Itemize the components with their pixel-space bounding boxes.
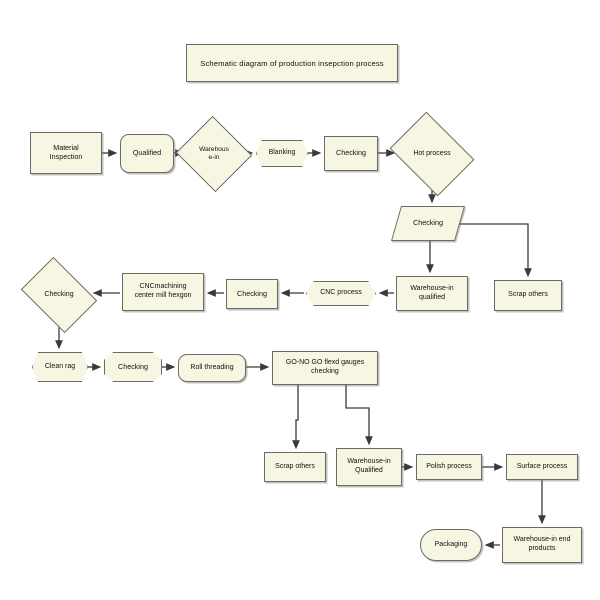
node-material_inspection[interactable]: Material Inspection	[30, 132, 102, 174]
node-cnc_process[interactable]: CNC process	[306, 281, 376, 306]
node-scrap_others_2[interactable]: Scrap others	[264, 452, 326, 482]
node-cnc_machining[interactable]: CNCmachining center mill hexgon	[122, 273, 204, 311]
node-label-polish_process: Polish process	[426, 462, 472, 470]
node-blanking[interactable]: Blanking	[256, 140, 308, 167]
node-label-cnc_machining: CNCmachining center mill hexgon	[134, 283, 192, 299]
node-hot_process[interactable]: Hot process	[389, 111, 475, 197]
node-go_nogo_gauges[interactable]: GO-NO GO flexd gauges checking	[272, 351, 378, 385]
node-shape-clean_rag	[32, 352, 88, 382]
node-label-checking_2: Checking	[413, 218, 443, 228]
node-packaging[interactable]: Packaging	[420, 529, 482, 561]
node-checking_1[interactable]: Checking	[324, 136, 378, 171]
edge-go-nogo-to-scrap-others-2	[292, 385, 300, 450]
node-label-go_nogo_gauges: GO-NO GO flexd gauges checking	[285, 359, 365, 375]
diagram-title-box: Schematic diagram of production insepcti…	[186, 44, 398, 82]
node-label-blanking: Blanking	[268, 149, 296, 157]
node-label-warehouse_in: Warehous e-in	[199, 145, 229, 161]
node-label-hot_process: Hot process	[413, 149, 451, 157]
node-roll_threading[interactable]: Roll threading	[178, 354, 246, 382]
node-label-qualified: Qualified	[132, 148, 162, 158]
node-surface_process[interactable]: Surface process	[506, 454, 578, 480]
node-checking_3[interactable]: Checking	[226, 279, 278, 309]
node-label-scrap_others_2: Scrap others	[275, 462, 315, 470]
node-warehouse_in[interactable]: Warehous e-in	[175, 115, 253, 193]
edge-checking-2-to-scrap-others-1	[458, 223, 532, 278]
node-label-roll_threading: Roll threading	[190, 363, 234, 371]
node-label-cnc_process: CNC process	[320, 289, 362, 297]
node-warehouse_in_qualified_2[interactable]: Warehouse-in Qualified	[336, 448, 402, 486]
node-label-warehouse_in_qualified: Warehouse-in qualified	[410, 284, 454, 301]
node-warehouse_in_qualified[interactable]: Warehouse-in qualified	[396, 276, 468, 311]
diagram-title: Schematic diagram of production insepcti…	[200, 58, 384, 68]
node-label-material_inspection: Material Inspection	[49, 143, 83, 161]
node-label-checking_5: Checking	[118, 361, 148, 371]
node-checking_5[interactable]: Checking	[104, 352, 162, 382]
node-label-checking_3: Checking	[237, 288, 267, 298]
node-label-warehouse_in_qualified_2: Warehouse-in Qualified	[347, 458, 391, 474]
node-warehouse_in_end_products[interactable]: Warehouse-in end products	[502, 527, 582, 563]
node-polish_process[interactable]: Polish process	[416, 454, 482, 480]
node-label-clean_rag: Clean rag	[44, 362, 76, 370]
node-shape-blanking	[256, 140, 308, 167]
node-qualified[interactable]: Qualified	[120, 134, 174, 173]
node-scrap_others_1[interactable]: Scrap others	[494, 280, 562, 311]
node-label-warehouse_in_end_products: Warehouse-in end products	[513, 536, 571, 552]
node-label-scrap_others_1: Scrap others	[508, 291, 548, 299]
edge-go-nogo-to-warehouse-in-qualified-2	[345, 385, 373, 446]
node-label-checking_1: Checking	[336, 148, 366, 158]
node-shape-cnc_process	[306, 281, 376, 306]
node-checking_2[interactable]: Checking	[390, 206, 466, 241]
node-label-checking_4: Checking	[44, 290, 74, 298]
node-checking_4[interactable]: Checking	[20, 256, 98, 334]
node-label-surface_process: Surface process	[516, 462, 568, 470]
node-label-packaging: Packaging	[434, 540, 468, 548]
node-shape-checking_5	[104, 352, 162, 382]
node-clean_rag[interactable]: Clean rag	[32, 352, 88, 382]
